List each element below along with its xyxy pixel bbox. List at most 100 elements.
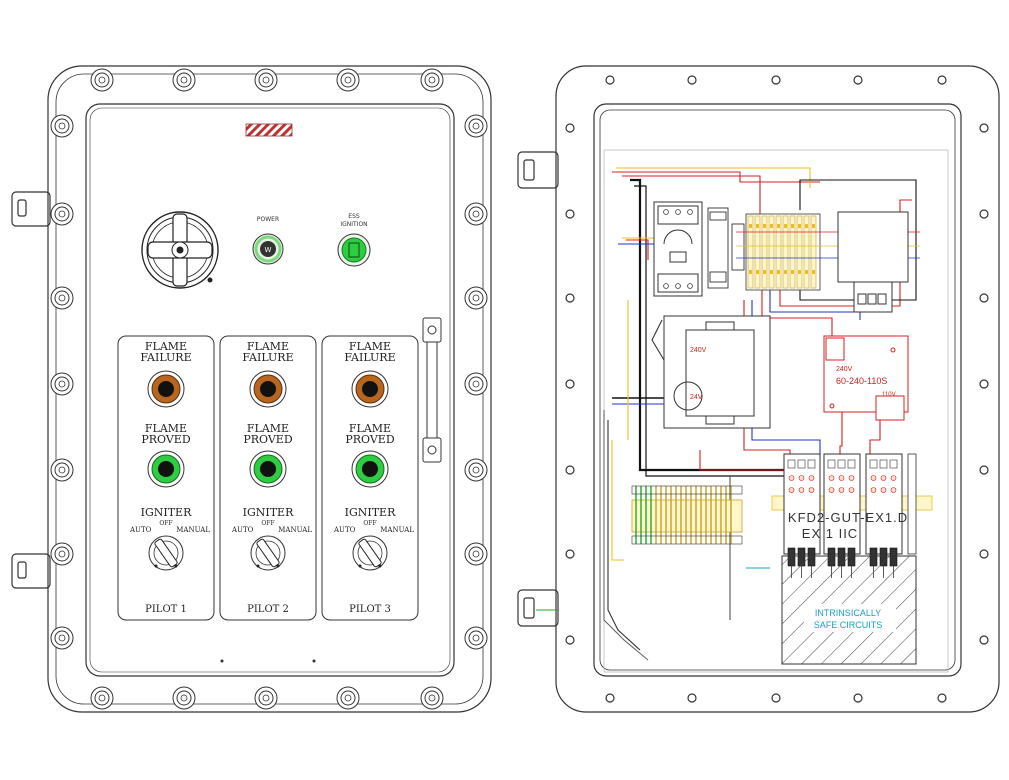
flame-failure-label: FLAME (145, 340, 187, 353)
bolt-hole (979, 123, 989, 133)
power-supply-unit (823, 335, 909, 421)
terminal-screw (687, 283, 693, 289)
bolt-hole (979, 635, 989, 645)
pilot-name: PILOT 1 (145, 604, 187, 615)
bolt (336, 68, 360, 92)
igniter-auto-label: AUTO (231, 526, 254, 534)
bolt (50, 114, 74, 138)
interior-enclosure (517, 65, 1000, 713)
terminal (761, 215, 768, 289)
flame-proved-lamp (351, 450, 389, 488)
bolt (464, 114, 488, 138)
bolt-hole (565, 549, 575, 559)
bolt (336, 686, 360, 710)
bolt (254, 686, 278, 710)
flame-failure-label: FAILURE (242, 351, 293, 364)
flame-proved-label: PROVED (243, 433, 292, 446)
flame-proved-label: FLAME (247, 422, 289, 435)
flame-proved-lamp (249, 450, 287, 488)
bolt-hole (937, 75, 947, 85)
bolt (50, 286, 74, 310)
igniter-label: IGNITER (141, 506, 192, 519)
safe-zone-label-2: SAFE CIRCUITS (814, 620, 883, 630)
bolt-hole (937, 693, 947, 703)
transformer-primary: 240V (690, 347, 707, 354)
bolt-hole (565, 293, 575, 303)
bolt-hole (979, 379, 989, 389)
flame-proved-label: PROVED (345, 433, 394, 446)
igniter-selector-switch[interactable] (250, 535, 286, 571)
ess-label-1: ESS (348, 213, 360, 220)
door-handle[interactable] (422, 317, 442, 463)
power-lamp: W (252, 233, 284, 265)
flame-proved-label: FLAME (145, 422, 187, 435)
bolt (90, 68, 114, 92)
bolt (464, 202, 488, 226)
flame-failure-lamp (249, 370, 287, 408)
transformer (663, 315, 771, 429)
flame-proved-label: PROVED (141, 433, 190, 446)
bolt-hole (853, 75, 863, 85)
bolt-hole (979, 465, 989, 475)
bolt (254, 68, 278, 92)
circuit-breaker (653, 201, 703, 297)
bolt (464, 626, 488, 650)
bolt-hole (979, 293, 989, 303)
terminal (796, 215, 803, 289)
igniter-manual-label: MANUAL (380, 526, 414, 534)
igniter-selector-switch[interactable] (352, 535, 388, 571)
flame-failure-label: FLAME (349, 340, 391, 353)
terminal (754, 215, 761, 289)
controller-unit (837, 211, 909, 313)
terminal-screw (663, 209, 669, 215)
igniter-off-label: OFF (261, 520, 274, 527)
flame-failure-lamp (351, 370, 389, 408)
flame-proved-label: FLAME (349, 422, 391, 435)
igniter-label: IGNITER (243, 506, 294, 519)
relay-modules (707, 207, 745, 289)
bolt-hole (979, 549, 989, 559)
terminal (782, 215, 789, 289)
igniter-selector-switch[interactable] (148, 535, 184, 571)
bolt-hole (771, 693, 781, 703)
bolt (90, 686, 114, 710)
bolt-hole (979, 209, 989, 219)
bolt (464, 372, 488, 396)
igniter-off-label: OFF (159, 520, 172, 527)
terminal (768, 215, 775, 289)
terminal (747, 215, 754, 289)
warning-label (245, 123, 293, 137)
bolt-hole (687, 75, 697, 85)
terminal-block-top (736, 213, 920, 291)
bolt-hole (565, 635, 575, 645)
terminal (775, 215, 782, 289)
bolt (464, 286, 488, 310)
bolt-hole (565, 379, 575, 389)
flame-failure-label: FAILURE (344, 351, 395, 364)
igniter-off-label: OFF (363, 520, 376, 527)
bolt (50, 626, 74, 650)
flame-failure-lamp (147, 370, 185, 408)
bolt-hole (565, 209, 575, 219)
isolator-switch[interactable] (141, 211, 219, 289)
bolt (464, 542, 488, 566)
igniter-manual-label: MANUAL (176, 526, 210, 534)
bolt (464, 458, 488, 482)
enclosure-bolts (50, 68, 488, 710)
pilot-name: PILOT 2 (247, 604, 289, 615)
wiring (536, 167, 917, 661)
flame-failure-label: FLAME (247, 340, 289, 353)
bolt (420, 686, 444, 710)
bolt (50, 202, 74, 226)
barrier-marking-1: KFD2-GUT-EX1.D (788, 510, 908, 525)
bolt (172, 686, 196, 710)
psu-output: 110V (882, 392, 896, 398)
ess-ignition-button[interactable] (337, 233, 371, 267)
bolt (50, 458, 74, 482)
terminal (789, 215, 796, 289)
